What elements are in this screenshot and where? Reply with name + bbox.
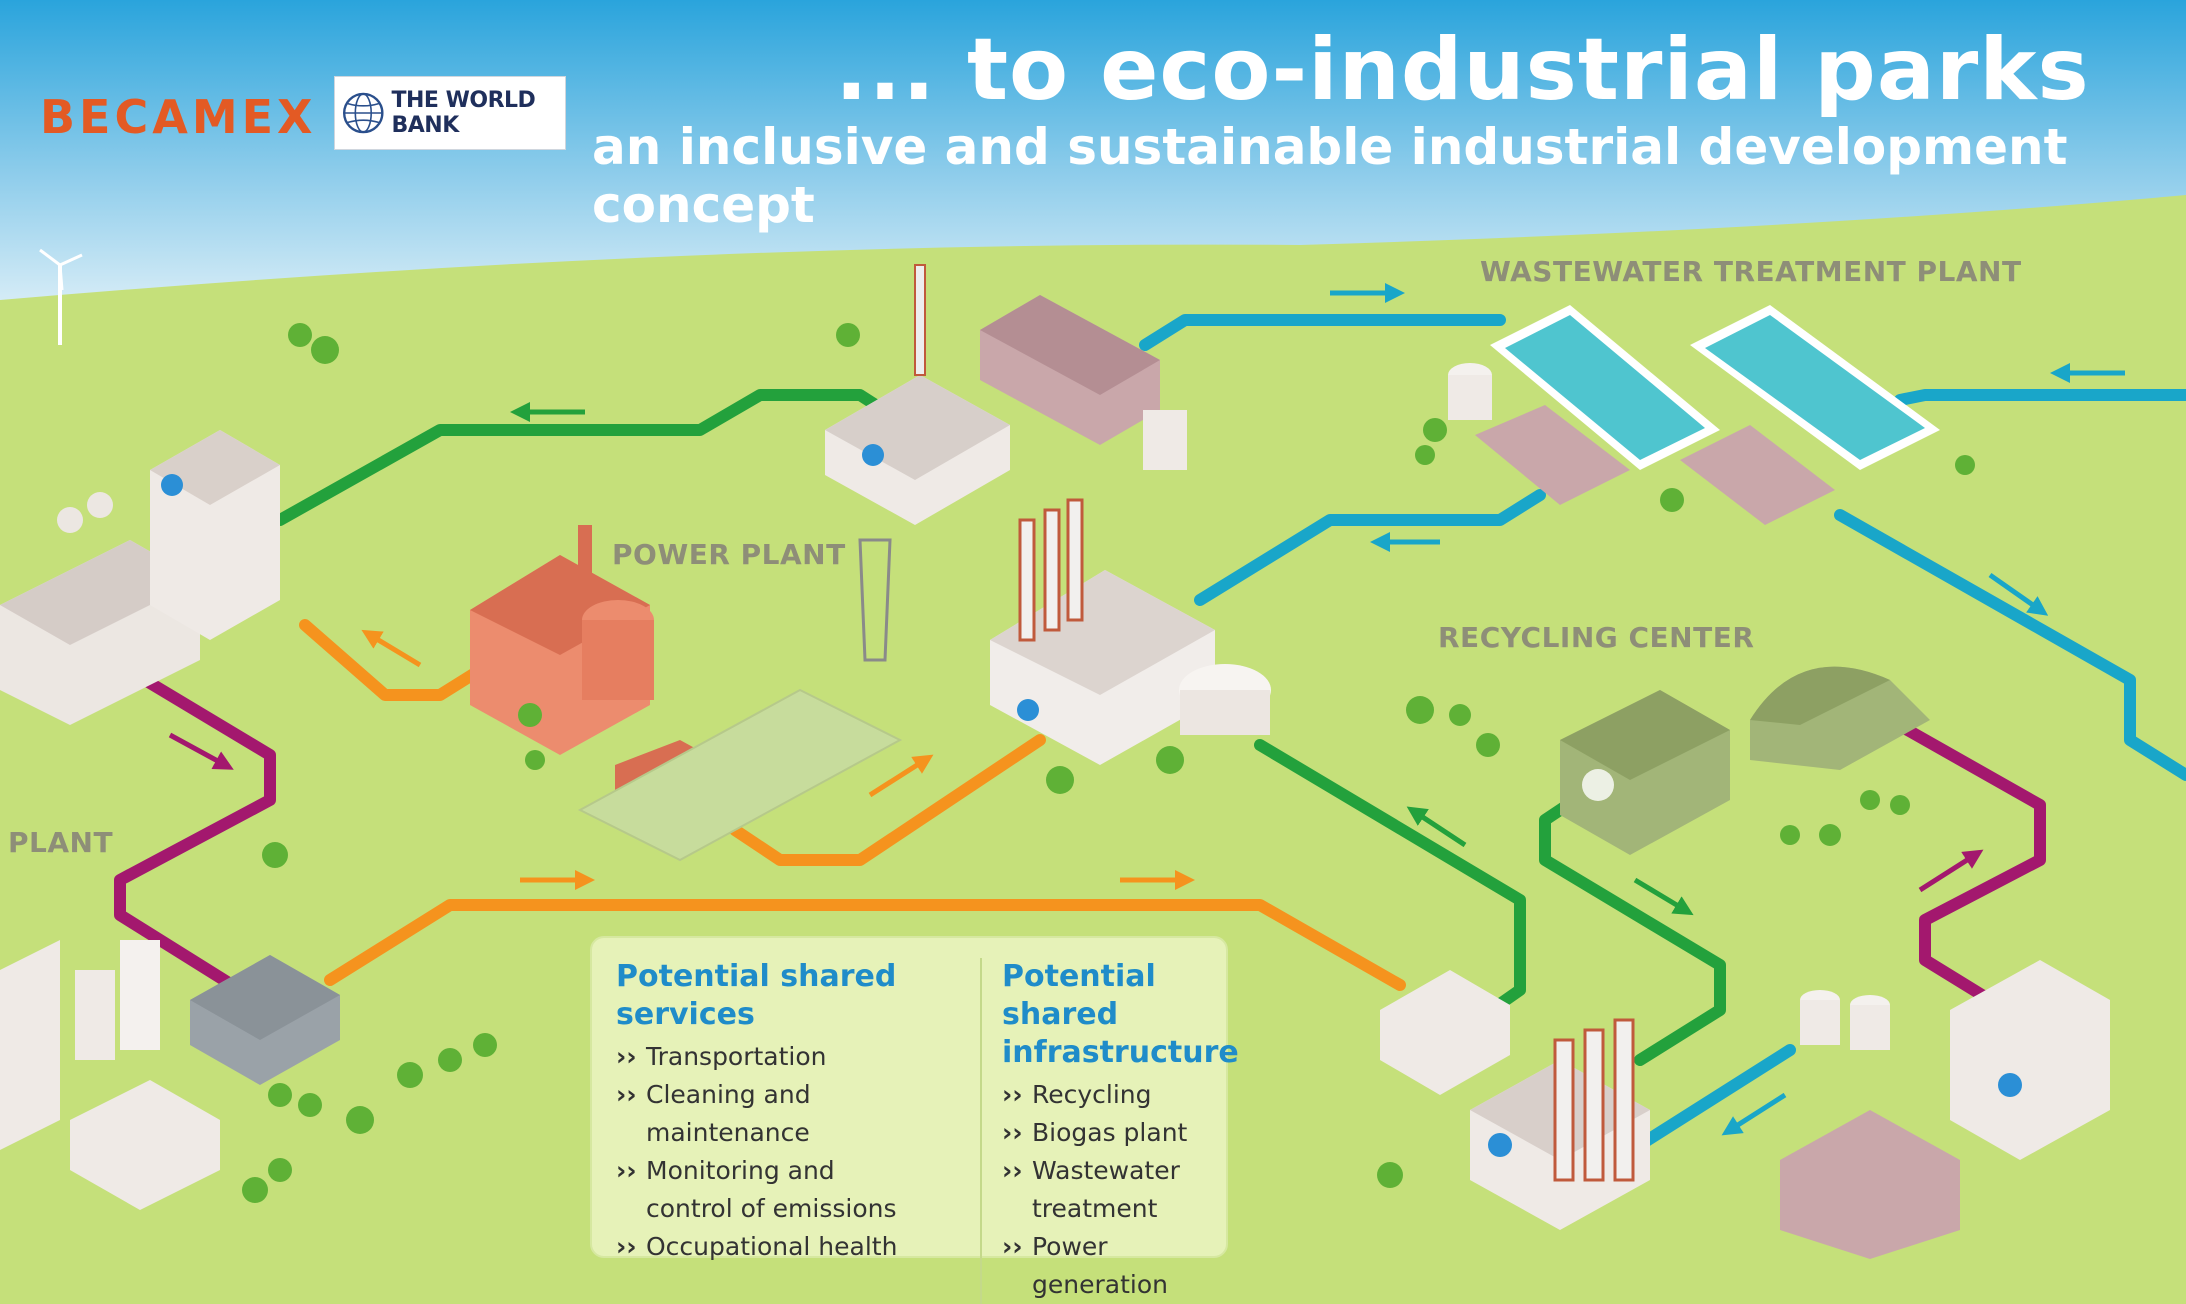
blue-flow-right bbox=[1894, 389, 2186, 406]
factory-top-center bbox=[825, 264, 1187, 525]
blue-flow-return bbox=[1194, 489, 1546, 606]
services-item: Monitoring and control of emissions bbox=[616, 1152, 956, 1228]
services-column: Potential shared services Transportation… bbox=[616, 958, 956, 1266]
infrastructure-item: Wastewater treatment bbox=[1002, 1152, 1242, 1228]
becamex-logo: BECAMEX bbox=[40, 90, 317, 144]
blue-flow-bottom bbox=[1634, 1044, 1796, 1151]
flow-arrows bbox=[168, 283, 2125, 1136]
purple-flow-left bbox=[114, 674, 276, 996]
infrastructure-column: Potential shared infrastructure Recyclin… bbox=[980, 958, 1242, 1304]
infrastructure-title: Potential shared infrastructure bbox=[1002, 959, 1239, 1070]
flow-lines bbox=[114, 314, 2186, 1151]
label-power-plant: POWER PLANT bbox=[612, 538, 846, 571]
services-list: Transportation Cleaning and maintenance … bbox=[616, 1038, 956, 1266]
eco-industrial-park-scene bbox=[0, 0, 2186, 1259]
infrastructure-list: Recycling Biogas plant Wastewater treatm… bbox=[1002, 1076, 1242, 1304]
wind-turbine-icon bbox=[39, 248, 83, 345]
shared-services-panel: Potential shared services Transportation… bbox=[590, 936, 1239, 1304]
power-plant bbox=[470, 525, 903, 862]
services-item: Cleaning and maintenance bbox=[616, 1076, 956, 1152]
services-item: Occupational health bbox=[616, 1228, 956, 1266]
factory-center bbox=[990, 498, 1271, 765]
world-bank-text: THE WORLD BANK bbox=[391, 88, 536, 138]
purple-flow-right bbox=[1884, 714, 2046, 1006]
services-title: Potential shared services bbox=[616, 959, 897, 1032]
recycling-center bbox=[1560, 666, 1930, 855]
factory-bottom-left bbox=[0, 940, 340, 1210]
orange-flow-top bbox=[299, 619, 486, 701]
page-title: ... to eco-industrial parks bbox=[835, 20, 2090, 120]
orange-flow-bottom bbox=[324, 899, 1406, 991]
infrastructure-item: Biogas plant bbox=[1002, 1114, 1242, 1152]
infrastructure-item: Power generation bbox=[1002, 1228, 1242, 1304]
services-item: Transportation bbox=[616, 1038, 956, 1076]
page-subtitle: an inclusive and sustainable industrial … bbox=[592, 118, 2068, 234]
infrastructure-item: Recycling bbox=[1002, 1076, 1242, 1114]
blue-flow-top bbox=[1139, 314, 1506, 351]
orange-flow-middle bbox=[729, 734, 1046, 866]
trees bbox=[242, 323, 1975, 1203]
label-wastewater-treatment-plant: WASTEWATER TREATMENT PLANT bbox=[1480, 255, 2022, 288]
green-flow-recycle bbox=[1539, 784, 1726, 1066]
world-bank-logo: THE WORLD BANK bbox=[334, 76, 566, 150]
wastewater-treatment-plant bbox=[1448, 305, 1940, 525]
green-flow-top bbox=[274, 389, 936, 526]
factory-top-left bbox=[0, 430, 280, 725]
label-plant: PLANT bbox=[8, 826, 114, 859]
label-recycling-center: RECYCLING CENTER bbox=[1438, 621, 1755, 654]
factory-bottom-right bbox=[1380, 960, 2110, 1259]
blue-flow-outlet bbox=[1834, 509, 2186, 781]
world-bank-globe-icon bbox=[342, 92, 384, 134]
